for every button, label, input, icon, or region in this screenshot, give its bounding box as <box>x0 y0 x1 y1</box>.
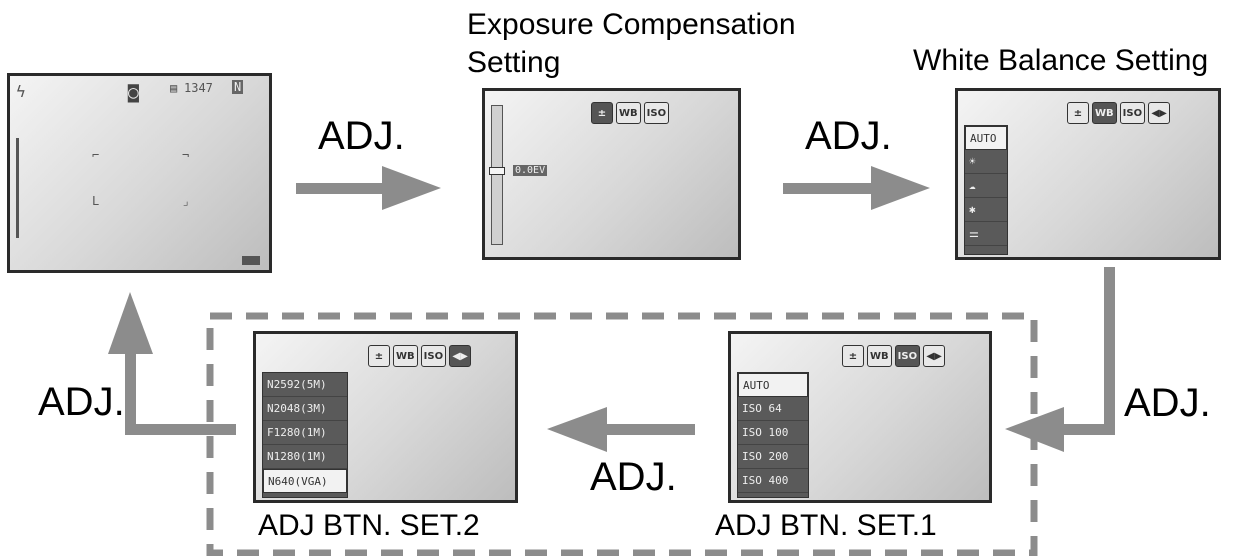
iso-icon: ISO <box>1119 102 1146 124</box>
screen-set1: ± WB ISO ◀▶ AUTO ISO 64 ISO 100 ISO 200 … <box>728 331 992 503</box>
arrow-right-1 <box>296 166 441 210</box>
screen-set2: ± WB ISO ◀▶ N2592(5M) N2048(3M) F1280(1M… <box>253 331 518 503</box>
arrow-left-up-5 <box>108 292 236 435</box>
camera-icon: ◙ <box>128 82 139 103</box>
exposure-icon: ± <box>842 345 864 367</box>
zoom-bar <box>16 138 19 238</box>
memory-icon: ▤ <box>170 81 178 95</box>
exposure-value: 0.0EV <box>513 165 548 176</box>
set1-option: ISO 400 <box>738 469 808 493</box>
wb-icon-row: ± WB ISO ◀▶ <box>1067 102 1171 124</box>
af-mark-tr: ¬ <box>182 148 190 162</box>
set2-icon-row: ± WB ISO ◀▶ <box>368 345 472 367</box>
set2-option: F1280(1M) <box>263 421 347 445</box>
exposure-slider-knob <box>489 167 505 175</box>
wb-option-tungsten-icon: ✱ <box>965 198 1007 222</box>
caption-set1: ADJ BTN. SET.1 <box>715 509 937 542</box>
set2-option: N2592(5M) <box>263 373 347 397</box>
exposure-title-line1: Exposure Compensation <box>467 8 796 41</box>
exposure-slider-track <box>491 105 503 245</box>
set2-option-selected: N640(VGA) <box>263 469 347 493</box>
wb-option-fluorescent-icon: ⚌ <box>965 222 1007 246</box>
screen-white-balance: ± WB ISO ◀▶ AUTO ☀ ☁ ✱ ⚌ <box>955 88 1221 260</box>
adj-label-2: ADJ. <box>805 114 892 158</box>
adj-label-3: ADJ. <box>1124 381 1211 425</box>
wb-icon: WB <box>867 345 892 367</box>
set1-option-list: AUTO ISO 64 ISO 100 ISO 200 ISO 400 <box>737 372 809 498</box>
toggle-icon: ◀▶ <box>449 345 472 367</box>
af-mark-tl: ⌐ <box>92 148 100 162</box>
screen-exposure: ± WB ISO 0.0EV <box>482 88 741 260</box>
iso-icon: ISO <box>643 102 670 124</box>
set1-option: ISO 64 <box>738 397 808 421</box>
exposure-icon: ± <box>591 102 613 124</box>
af-mark-bl: L <box>92 194 100 208</box>
set1-option-selected: AUTO <box>738 373 808 397</box>
set2-option: N2048(3M) <box>263 397 347 421</box>
flash-icon: ϟ <box>16 82 26 101</box>
wb-icon: WB <box>1092 102 1117 124</box>
battery-icon <box>242 256 260 265</box>
quality-mode: N <box>232 80 244 94</box>
exposure-icon: ± <box>1067 102 1089 124</box>
iso-icon: ISO <box>894 345 921 367</box>
set1-option: ISO 200 <box>738 445 808 469</box>
exposure-title-line2: Setting <box>467 46 561 79</box>
set1-option: ISO 100 <box>738 421 808 445</box>
wb-icon: WB <box>393 345 418 367</box>
shots-remaining: 1347 <box>184 81 213 95</box>
arrow-left-4 <box>547 407 695 452</box>
adj-label-5: ADJ. <box>38 380 125 424</box>
arrow-right-2 <box>783 166 930 210</box>
adj-label-4: ADJ. <box>590 455 677 499</box>
wb-option-daylight-icon: ☀ <box>965 150 1007 174</box>
set2-option: N1280(1M) <box>263 445 347 469</box>
set2-option-list: N2592(5M) N2048(3M) F1280(1M) N1280(1M) … <box>262 372 348 498</box>
af-mark-br: ⌟ <box>182 194 190 208</box>
exposure-icon-row: ± WB ISO <box>591 102 670 124</box>
toggle-icon: ◀▶ <box>1148 102 1171 124</box>
adj-label-1: ADJ. <box>318 114 405 158</box>
toggle-icon: ◀▶ <box>923 345 946 367</box>
wb-option-list: AUTO ☀ ☁ ✱ ⚌ <box>964 125 1008 255</box>
wb-icon: WB <box>616 102 641 124</box>
wb-option-auto: AUTO <box>965 126 1007 150</box>
exposure-icon: ± <box>368 345 390 367</box>
iso-icon: ISO <box>420 345 447 367</box>
screen-live-view: ϟ ◙ ▤ 1347 N ⌐ ¬ L ⌟ <box>7 73 272 273</box>
set1-icon-row: ± WB ISO ◀▶ <box>842 345 946 367</box>
wb-option-cloudy-icon: ☁ <box>965 174 1007 198</box>
caption-set2: ADJ BTN. SET.2 <box>258 509 480 542</box>
white-balance-title: White Balance Setting <box>913 44 1209 77</box>
arrow-down-left-3 <box>1005 267 1115 452</box>
